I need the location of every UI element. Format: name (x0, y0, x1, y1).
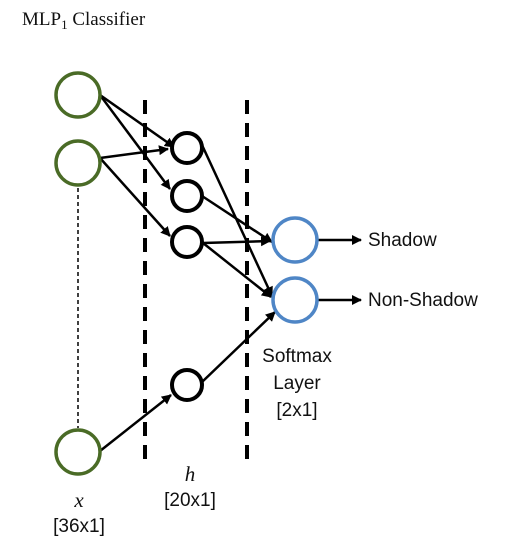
diagram-title: MLP1 Classifier (22, 9, 146, 32)
edge-h2-o1 (201, 194, 273, 244)
layer-label: Layer (273, 373, 321, 394)
softmax-label: Softmax (262, 346, 332, 367)
input-node-2 (54, 139, 102, 187)
edge-h4-o2 (201, 311, 276, 383)
edge-in3-h4 (99, 394, 172, 452)
edge-h3-o1 (202, 236, 271, 247)
input-size-label: [36x1] (53, 516, 105, 537)
hidden-symbol: h (184, 462, 196, 486)
hidden-node-3 (170, 225, 204, 259)
hidden-node-2 (170, 179, 204, 213)
output-size-label: [2x1] (276, 400, 318, 421)
output-node-shadow (271, 216, 319, 264)
edge-h3-o2 (202, 242, 272, 298)
hidden-node-1 (170, 131, 204, 165)
output-label-shadow: Shadow (368, 230, 437, 251)
edge-in2-h3 (99, 157, 171, 237)
output-node-nonshadow (271, 276, 319, 324)
hidden-node-n (170, 368, 204, 402)
output-label-nonshadow: Non-Shadow (368, 290, 478, 311)
edge-h1-o2 (200, 144, 274, 297)
input-symbol: x (74, 488, 84, 512)
hidden-size-label: [20x1] (164, 490, 216, 511)
edge-in2-h1 (99, 145, 169, 160)
input-node-n (54, 428, 102, 476)
input-node-1 (54, 71, 102, 119)
edge-in1-h2 (98, 94, 172, 190)
edge-in1-h1 (99, 93, 175, 149)
